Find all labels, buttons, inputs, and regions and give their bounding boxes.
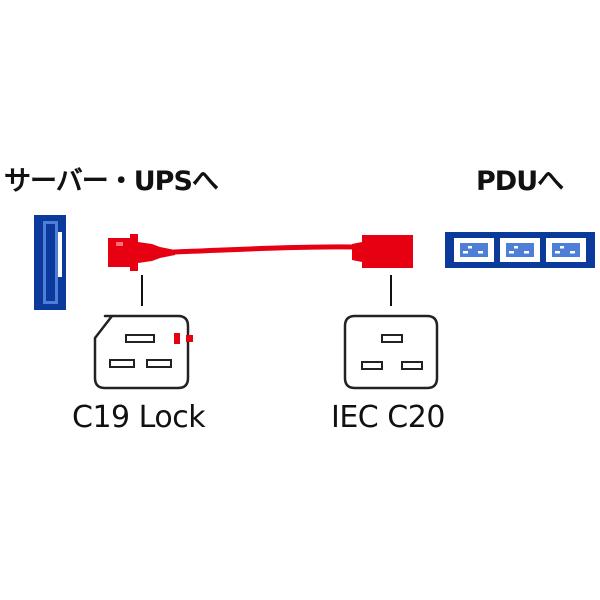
iec-c20-socket-face-icon [343,314,439,390]
server-ups-label: サーバー・UPSへ [4,166,219,197]
c19-lock-label: C19 Lock [72,400,206,435]
pdu-outlet-3-icon [546,238,586,262]
c19-lock-tab-icon [174,333,180,344]
cable-cord [171,244,359,255]
iec-c20-label: IEC C20 [331,400,445,435]
pdu-outlet-2-icon [500,238,540,262]
c19-lock-socket-face-icon [93,314,193,390]
pdu-outlet-1-icon [454,238,494,262]
server-ups-device-icon [34,215,66,310]
pdu-device-icon [445,232,595,268]
c19-lock-plug-icon [108,234,175,271]
power-cable [108,234,413,271]
iec-c20-plug-icon [352,235,413,268]
pdu-label: PDUへ [476,166,564,197]
